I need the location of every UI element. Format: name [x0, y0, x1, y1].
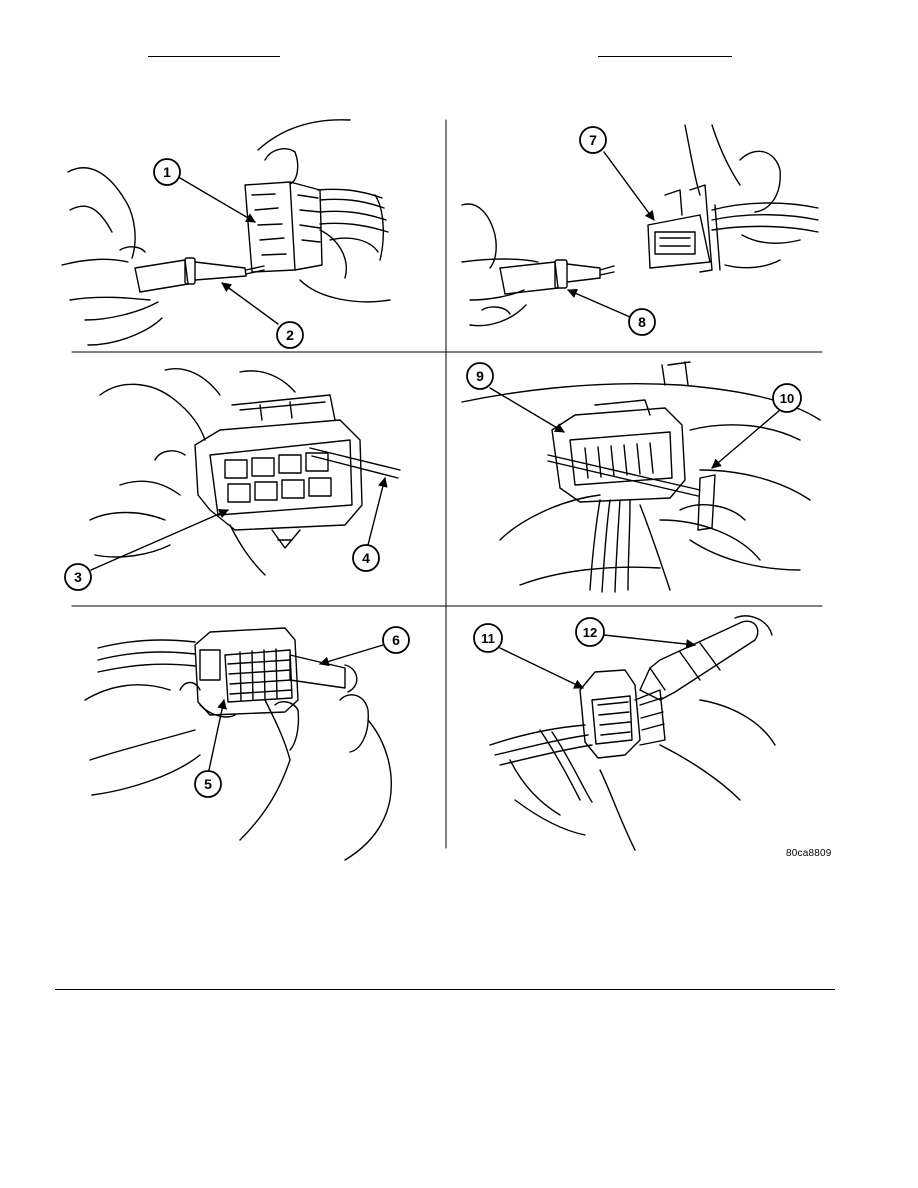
callout-9: 9 [466, 362, 494, 390]
callout-10: 10 [772, 383, 802, 413]
callout-leaders [90, 151, 781, 771]
panel-grid [71, 119, 823, 849]
callout-2-label: 2 [286, 327, 294, 343]
figure-code: 80ca8809 [786, 848, 832, 859]
callout-11-label: 11 [481, 631, 495, 646]
header-rule-left [148, 56, 280, 57]
footer-rule [55, 989, 835, 990]
callout-2: 2 [276, 321, 304, 349]
callout-5-label: 5 [204, 776, 212, 792]
callout-3-label: 3 [74, 569, 82, 585]
panel-terminal-removal-b [489, 615, 776, 851]
panel-pick-tool-connector-a [61, 119, 391, 346]
callout-12-label: 12 [583, 625, 597, 640]
callout-8: 8 [628, 308, 656, 336]
callout-1-label: 1 [163, 164, 171, 180]
callout-10-label: 10 [780, 391, 794, 406]
panel-connector-lock-release-b [461, 361, 821, 593]
panel-terminal-removal-a [84, 627, 392, 861]
callout-5: 5 [194, 770, 222, 798]
callout-8-label: 8 [638, 314, 646, 330]
callout-1: 1 [153, 158, 181, 186]
callout-11: 11 [473, 623, 503, 653]
callout-7-label: 7 [589, 132, 597, 148]
panel-connector-lock-release-a [89, 368, 401, 576]
callout-7: 7 [579, 126, 607, 154]
callout-3: 3 [64, 563, 92, 591]
callout-9-label: 9 [476, 368, 484, 384]
header-rule-right [598, 56, 732, 57]
panel-pick-tool-connector-b [461, 124, 819, 327]
callout-12: 12 [575, 617, 605, 647]
callout-6-label: 6 [392, 632, 400, 648]
callout-4-label: 4 [362, 550, 370, 566]
callout-6: 6 [382, 626, 410, 654]
callout-4: 4 [352, 544, 380, 572]
